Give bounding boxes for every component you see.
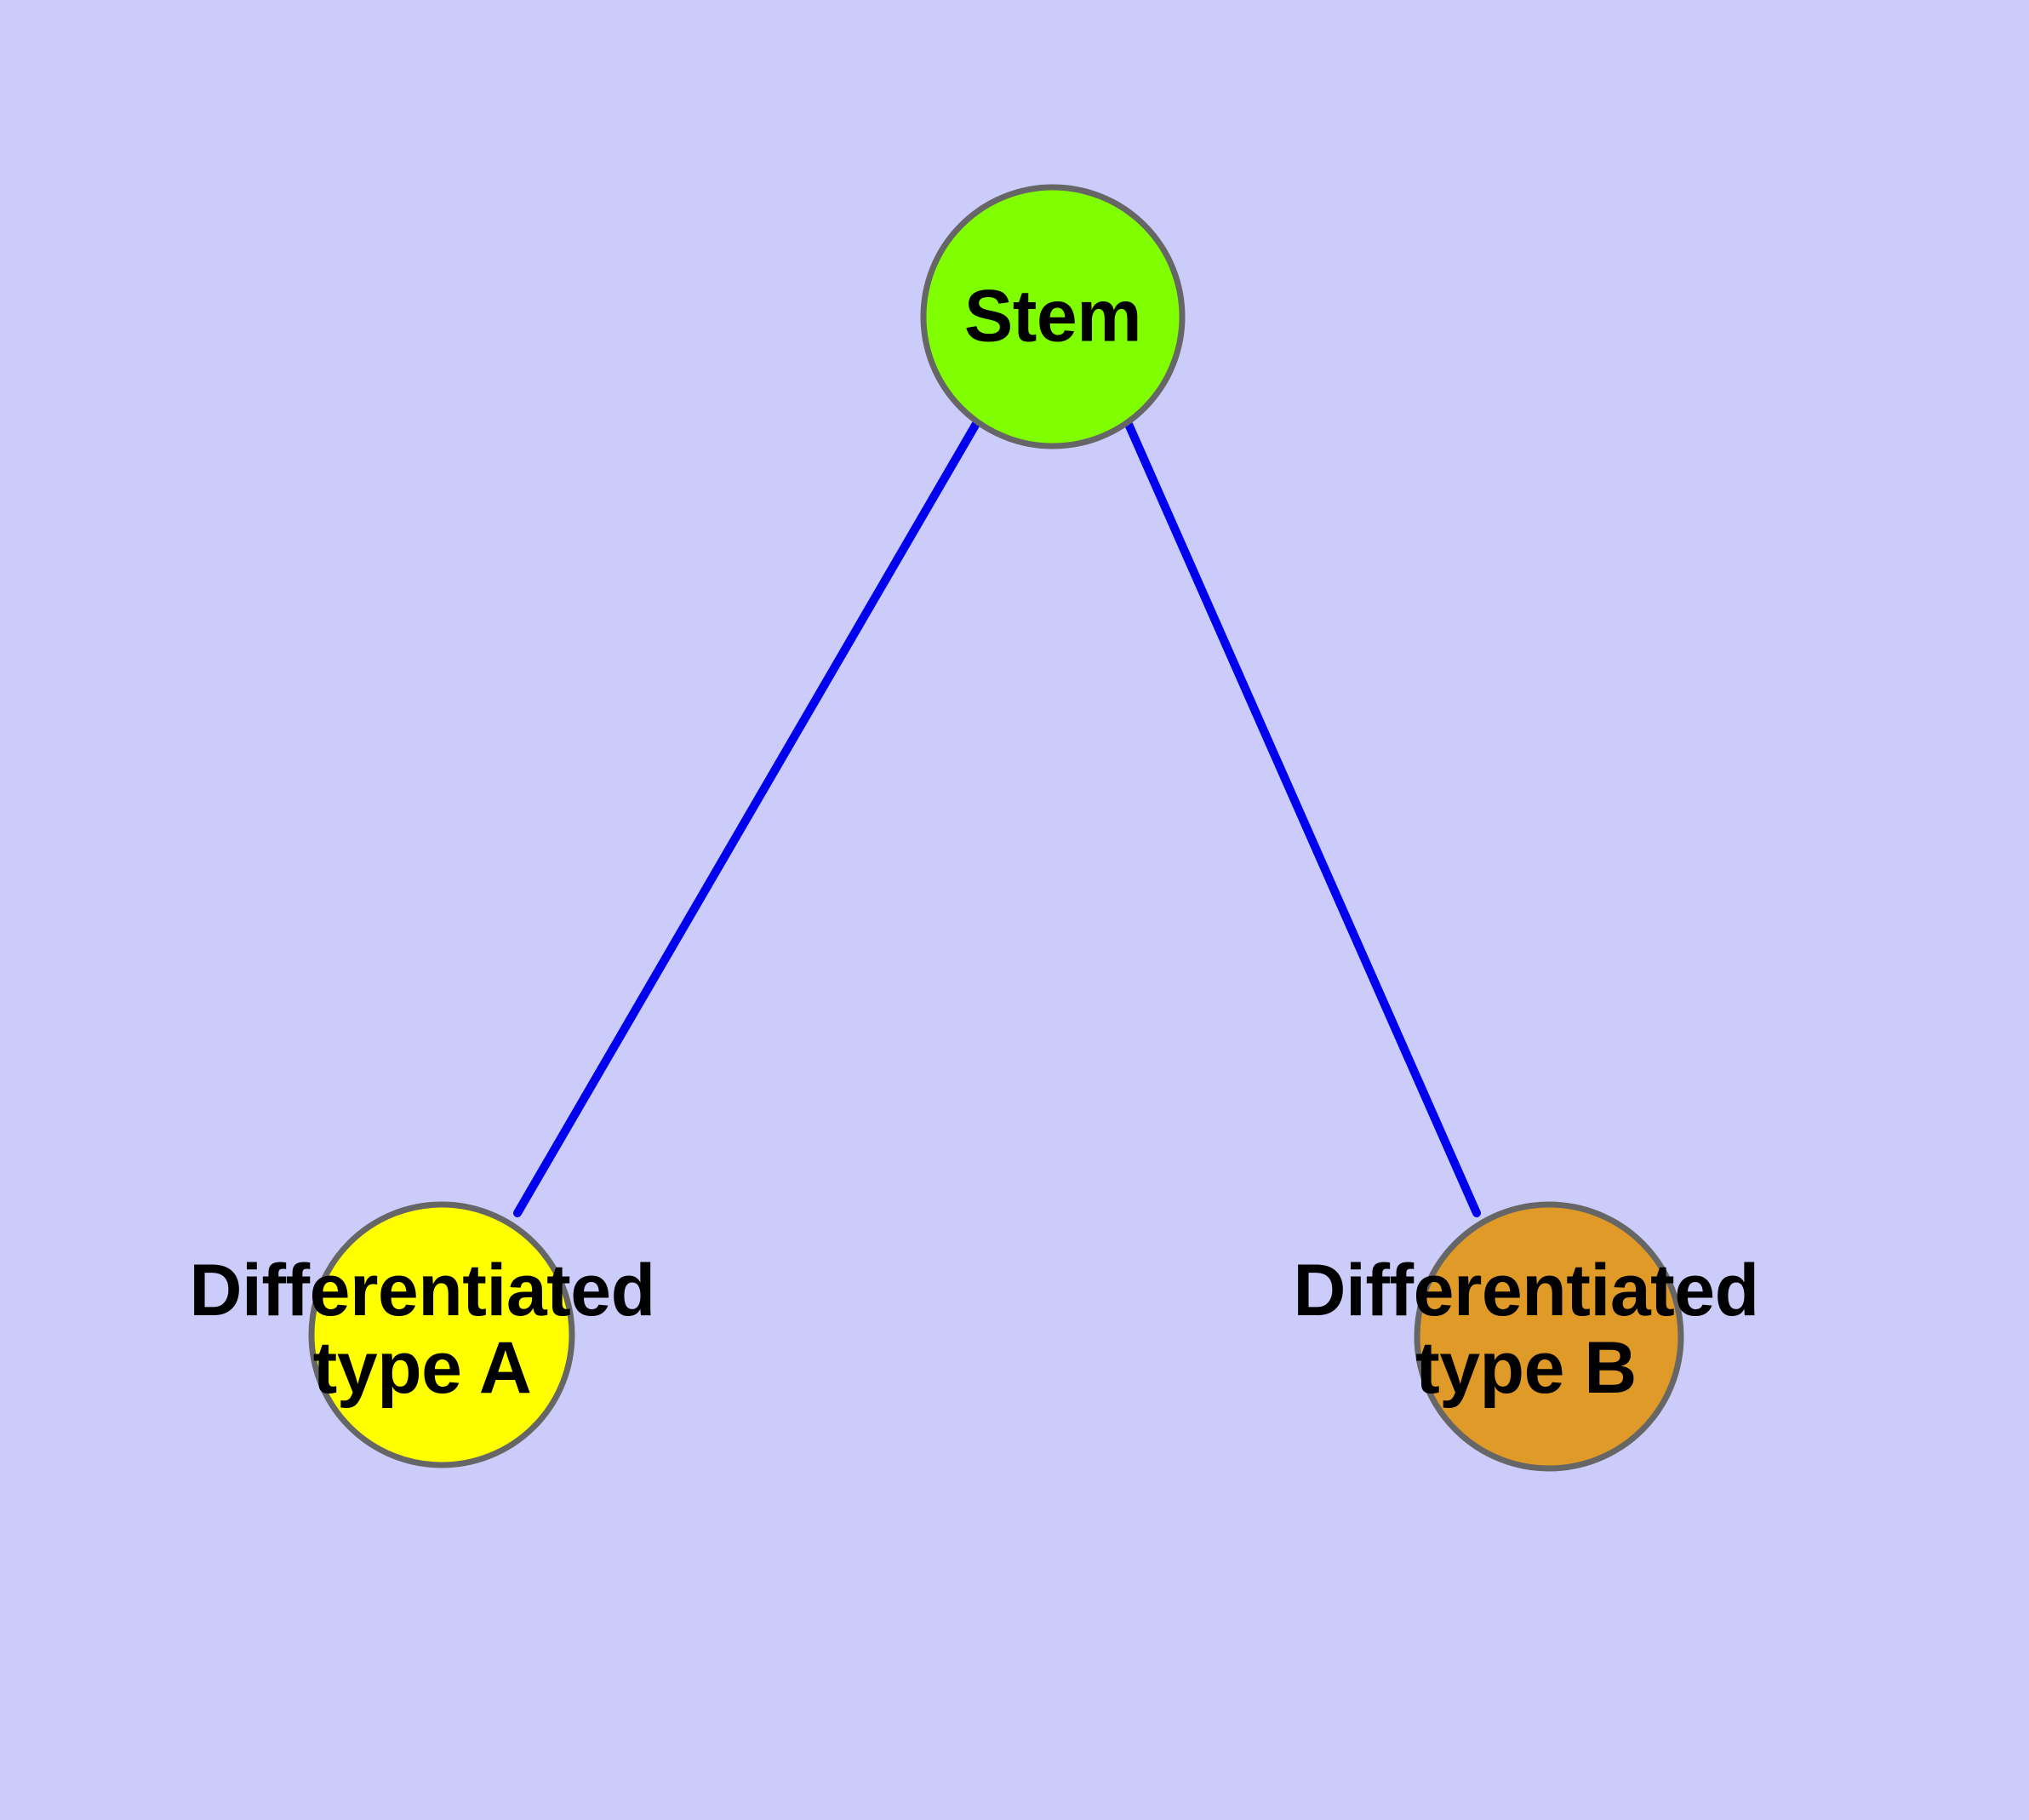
edge-stem-to-type-a[interactable]	[513, 418, 981, 1217]
node-differentiated-type-a[interactable]	[308, 1201, 575, 1468]
node-layer	[308, 184, 1684, 1472]
edge-stem-to-type-b[interactable]	[1123, 418, 1481, 1217]
node-differentiated-type-b[interactable]	[1414, 1201, 1684, 1472]
edge-layer	[513, 418, 1481, 1217]
node-stem[interactable]	[920, 184, 1186, 449]
